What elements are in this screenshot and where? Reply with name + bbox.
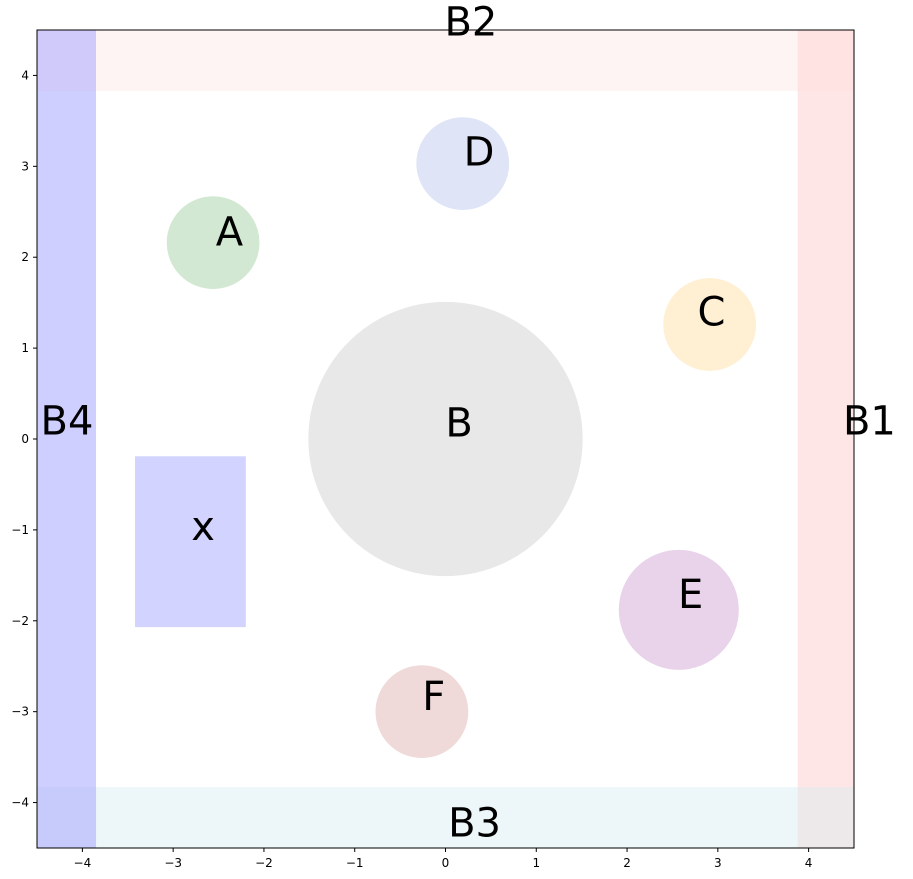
rect-x	[135, 456, 246, 628]
y-tick-label: −2	[11, 614, 29, 628]
x-tick-label: 3	[714, 856, 722, 870]
circle-b	[308, 301, 583, 577]
label-f: F	[422, 674, 445, 720]
x-tick-label: 2	[623, 856, 631, 870]
circle-d	[416, 117, 510, 210]
label-x: x	[191, 504, 215, 550]
circle-f	[375, 665, 469, 759]
label-c: C	[698, 289, 726, 335]
label-b1: B1	[843, 399, 896, 445]
circle-a	[166, 196, 260, 290]
border-b1	[797, 30, 854, 848]
y-tick-label: 1	[21, 341, 29, 355]
y-tick-label: 0	[21, 432, 29, 446]
x-tick-label: 1	[532, 856, 540, 870]
x-tick-label: −3	[164, 856, 182, 870]
y-tick-label: −1	[11, 523, 29, 537]
x-tick-label: −2	[255, 856, 273, 870]
border-b4	[37, 30, 97, 848]
y-tick-label: 3	[21, 159, 29, 173]
label-b3: B3	[448, 800, 501, 846]
x-tick-label: 0	[442, 856, 450, 870]
y-tick-label: −4	[11, 796, 29, 810]
label-e: E	[678, 572, 703, 618]
circle-e	[618, 549, 739, 670]
label-d: D	[464, 130, 495, 176]
label-b4: B4	[41, 399, 94, 445]
axis-ticks: −4 −3 −2 −1 0 1 2 3 4 4 3 2 1 0 −1 −2 −3 −4	[11, 68, 812, 870]
y-tick-label: 2	[21, 250, 29, 264]
y-tick-label: −3	[11, 705, 29, 719]
label-b: B	[445, 400, 472, 446]
regions-layer	[37, 30, 854, 848]
x-tick-label: −4	[74, 856, 92, 870]
x-tick-label: 4	[805, 856, 813, 870]
border-b2	[37, 30, 854, 91]
circle-c	[663, 278, 757, 371]
label-b2: B2	[444, 0, 497, 46]
border-b3	[37, 787, 854, 848]
label-a: A	[216, 210, 244, 256]
y-tick-label: 4	[21, 68, 29, 82]
x-tick-label: −1	[346, 856, 364, 870]
